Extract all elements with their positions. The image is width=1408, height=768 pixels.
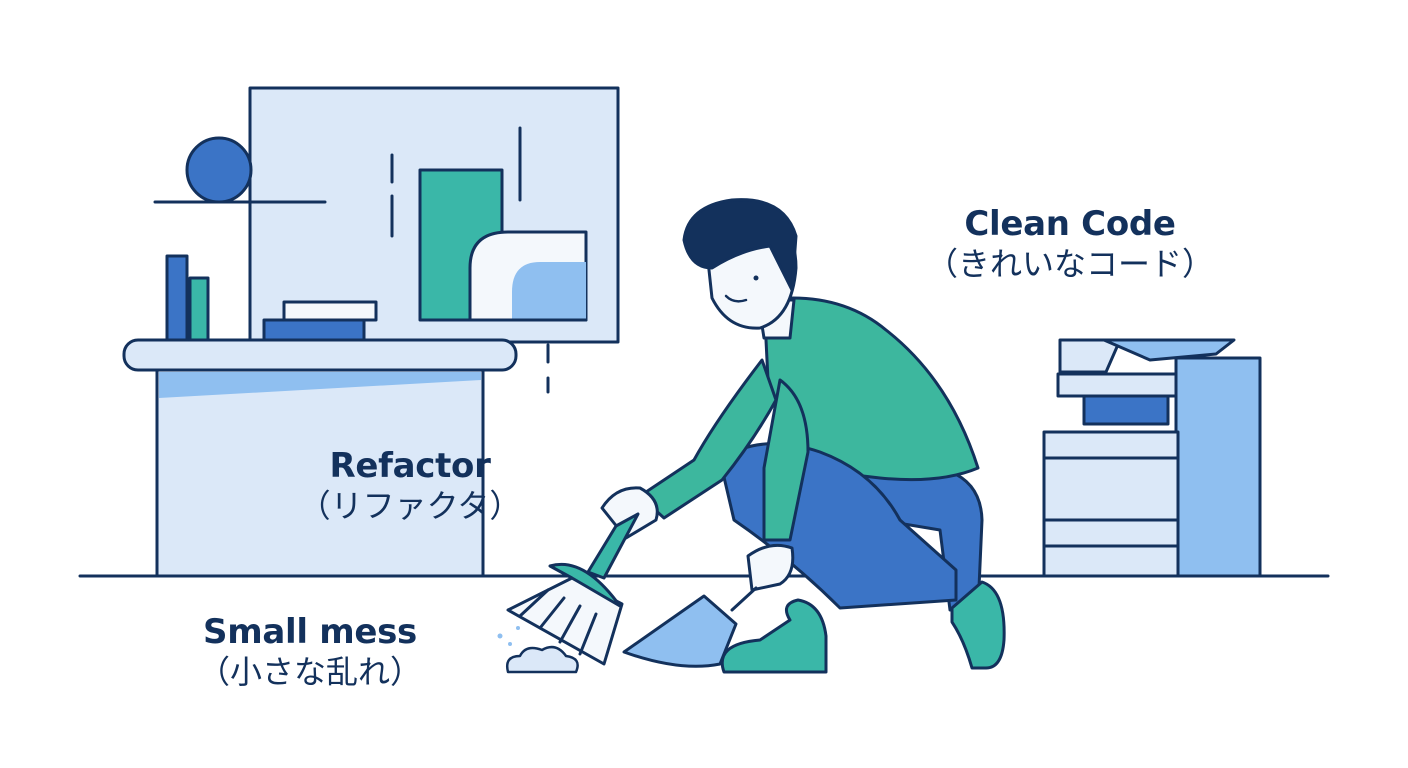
dust-pile — [497, 626, 579, 674]
refactor-label-en: Refactor — [329, 446, 491, 486]
clean-code-label: Clean Code （きれいなコード） — [910, 204, 1230, 285]
refactor-label-jp: （リファクタ） — [298, 487, 522, 526]
person-cleaning — [600, 198, 1006, 674]
printer — [1042, 338, 1262, 578]
small-mess-label: Small mess （小さな乱れ） — [160, 612, 460, 693]
shelf-ball — [153, 136, 327, 204]
desk — [122, 254, 518, 578]
refactor-label: Refactor （リファクタ） — [280, 446, 540, 527]
dustpan — [622, 586, 758, 668]
clean-code-label-en: Clean Code — [964, 204, 1176, 244]
clean-code-label-jp: （きれいなコード） — [925, 245, 1214, 284]
wall-board — [248, 86, 620, 394]
brush — [506, 512, 640, 666]
small-mess-label-en: Small mess — [203, 612, 417, 652]
small-mess-label-jp: （小さな乱れ） — [197, 653, 422, 692]
